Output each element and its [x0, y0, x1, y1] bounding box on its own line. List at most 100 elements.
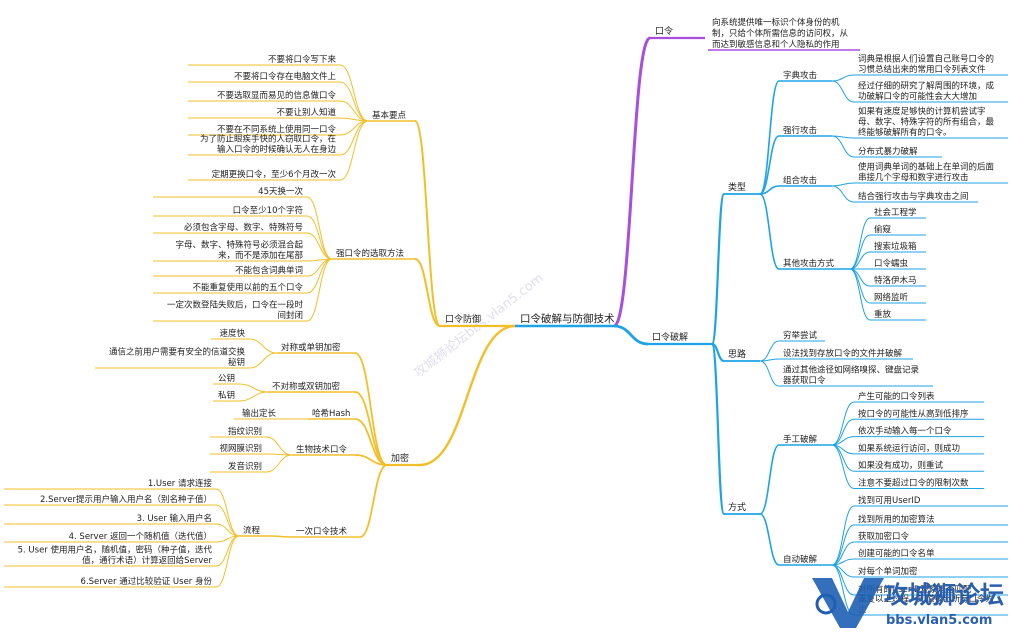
- mindmap-edges: [4, 36, 1008, 616]
- node-otp-flow: 流程: [243, 525, 261, 536]
- text-line: 不能包含词典单词: [235, 265, 303, 276]
- edge: [831, 505, 855, 566]
- node-types: 类型: [728, 181, 746, 193]
- text-line: 流程: [243, 525, 261, 536]
- edge: [238, 391, 269, 402]
- auto-step: 对所有的UserID观察是否匹配: [858, 584, 972, 595]
- text-line: 视网膜识别: [219, 443, 262, 454]
- text-line: 社会工程学: [874, 207, 917, 218]
- edge: [414, 120, 441, 327]
- text-line: 通信之前用户需要有安全的信道交换: [109, 347, 246, 358]
- text-line: 口令: [655, 25, 673, 37]
- text-line: 不要将口令写下来: [268, 54, 337, 65]
- text-line: 2.Server提示用户输入用户名（别名种子值）: [40, 494, 212, 505]
- text-line: 创建可能的口令名单: [858, 548, 935, 559]
- center-topic: 口令破解与防御技术: [520, 312, 615, 325]
- mindmap-nodes: 口令破解与防御技术口令向系统提供唯一标识个体身份的机制，只给个体所需信息的访问权…: [18, 17, 995, 615]
- auto-step: 创建可能的口令名单: [858, 548, 935, 559]
- edge: [831, 444, 855, 489]
- manual-step: 产生可能的口令列表: [858, 391, 935, 402]
- text-line: 按口令的可能性从高到低排序: [858, 408, 969, 419]
- text-line: 设法找到存放口令的文件并破解: [783, 348, 903, 359]
- edge: [215, 504, 240, 537]
- text-line: 其他攻击方式: [783, 258, 835, 269]
- text-line: 习惯总结出来的常用口令列表文件: [858, 64, 986, 75]
- basic-point: 不要在不同系统上使用同一口令: [217, 124, 337, 135]
- text-line: 加密: [391, 452, 409, 464]
- strong-rule: 一定次数登陆失败后，口令在一段时间封闭: [167, 300, 304, 322]
- text-line: 终能够破解所有的口令。: [858, 127, 952, 138]
- edge: [215, 535, 240, 588]
- node-brute-attack: 强行攻击: [783, 125, 817, 136]
- text-line: 如果有速度足够快的计算机尝试字: [858, 106, 986, 117]
- text-line: 字典攻击: [783, 70, 817, 81]
- site-logo: 攻城狮论坛bbs.vlan5.com: [812, 578, 1004, 628]
- text-line: 发音识别: [228, 461, 262, 472]
- logo-title: 攻城狮论坛: [884, 581, 1004, 609]
- asym-item: 公钥: [218, 373, 235, 384]
- text-line: 不要在不同系统上使用同一口令: [217, 124, 337, 135]
- text-line: 结合强行攻击与字典攻击之间: [858, 191, 969, 202]
- node-manual-crack: 手工破解: [783, 434, 818, 445]
- edge-encrypt: [419, 324, 516, 467]
- sym-item: 通信之前用户需要有安全的信道交换秘钥: [109, 347, 246, 369]
- text-line: 速度快: [219, 328, 245, 339]
- otp-flow-step: 4. Server 返回一个随机值（迭代值）: [69, 531, 212, 542]
- strong-rule: 不能重复使用以前的五个口令: [192, 282, 303, 293]
- text-line: 功破解口令的可能性会大大增加: [858, 91, 977, 102]
- text-line: 分布式暴力破解: [858, 146, 918, 157]
- basic-point: 不要将口令存在电脑文件上: [234, 71, 337, 82]
- edge: [831, 135, 855, 158]
- edge: [215, 488, 240, 537]
- text-line: 口令破解与防御技术: [520, 312, 615, 325]
- bio-item: 发音识别: [228, 461, 262, 472]
- kouling-desc-line: 而达到敏感信息和个人隐私的作用: [712, 39, 840, 50]
- otp-flow-step: 5. User 使用用户名，随机值，密码（种子值，迭代值，通行术语）计算返回给S…: [18, 545, 213, 567]
- text-line: 特洛伊木马: [874, 275, 917, 286]
- text-line: 强口令的选取方法: [336, 248, 404, 259]
- otp-flow-step: 1.User 请求连接: [148, 478, 213, 489]
- branch-crack: 口令破解: [652, 331, 688, 343]
- text-line: 穷举尝试: [783, 330, 818, 341]
- manual-step: 按口令的可能性从高到低排序: [858, 408, 969, 419]
- basic-point: 为了防止眼疾手快的人窃取口令，在输入口令的时候确认无人在身边: [200, 134, 337, 156]
- auto-step: 找到所用的加密算法: [858, 514, 935, 525]
- edge: [306, 232, 333, 260]
- text-line: 不要选取显而易见的信息做口令: [217, 90, 337, 101]
- edge: [339, 64, 369, 122]
- other-attack-item: 特洛伊木马: [874, 275, 917, 286]
- edge: [849, 234, 871, 270]
- node-auto-crack: 自动破解: [783, 554, 818, 565]
- text-line: 获取加密口令: [858, 531, 910, 542]
- edge: [306, 215, 333, 260]
- text-line: 私钥: [218, 390, 235, 401]
- edge: [354, 352, 388, 466]
- kouling-desc-line: 向系统提供唯一标识个体身份的机: [712, 17, 840, 28]
- other-attack-item: 重放: [874, 309, 892, 320]
- logo-ring-icon: [815, 593, 837, 615]
- edge: [354, 454, 388, 466]
- edge: [414, 258, 441, 327]
- logo-v-icon: [812, 578, 884, 628]
- manual-step: 注意不要超过口令的限制次数: [858, 478, 969, 489]
- node-symmetric: 对称或单钥加密: [281, 342, 341, 353]
- branch-defense: 口令防御: [445, 313, 481, 325]
- branch-encrypt: 加密: [391, 452, 409, 464]
- text-line: 母、数字、特殊字符的所有组合，最: [858, 117, 995, 128]
- brute-item-1: 如果有速度足够快的计算机尝试字母、数字、特殊字符的所有组合，最终能够破解所有的口…: [858, 106, 995, 138]
- text-line: 串接几个字母和数字进行攻击: [858, 172, 969, 183]
- text-line: 一定次数登陆失败后，口令在一段时: [167, 300, 304, 311]
- edge: [339, 120, 369, 181]
- text-line: 依次手动输入每一个口令: [858, 426, 952, 437]
- text-line: 强行攻击: [783, 125, 817, 136]
- strong-rule: 字母、数字、特殊符号必须混合起来，而不是添加在尾部: [175, 240, 303, 262]
- strong-rule: 不能包含词典单词: [235, 265, 303, 276]
- edge: [354, 418, 388, 466]
- edge: [759, 444, 780, 515]
- text-line: 经过仔细的研究了解周围的环境，成: [858, 81, 995, 92]
- edge: [265, 436, 293, 456]
- text-line: 1.User 请求连接: [148, 478, 213, 489]
- edge: [849, 268, 871, 304]
- edge: [831, 401, 855, 446]
- text-line: 哈希Hash: [312, 408, 350, 419]
